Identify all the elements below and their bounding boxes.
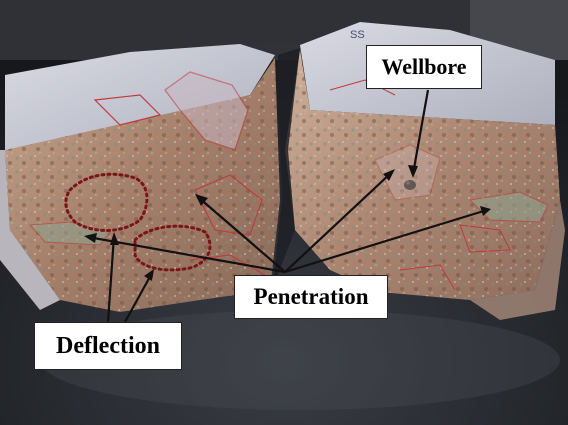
arrow-penetration (284, 171, 393, 273)
left-rock-top-surface (5, 44, 275, 155)
deflection-label: Deflection (34, 322, 182, 370)
arrowhead (84, 233, 97, 243)
arrow-wellbore (411, 89, 430, 175)
dotted-deflection-outline (133, 224, 212, 272)
arrowhead (195, 194, 208, 206)
left-rock-block (0, 44, 280, 312)
arrowhead (383, 169, 395, 181)
arrow-deflection (124, 272, 153, 323)
arrowhead (480, 206, 491, 216)
wellbore-hole-highlight (406, 181, 410, 185)
arrowhead (408, 165, 418, 178)
specimen-marking: SS (350, 29, 365, 41)
arrowhead (144, 269, 154, 281)
left-rock-side (0, 150, 60, 310)
penetration-label: Penetration (234, 275, 388, 319)
fracture-outline (329, 79, 396, 96)
fracture-outline (374, 144, 441, 201)
right-rock-texture (285, 50, 560, 300)
arrowhead (110, 232, 119, 245)
arrow-deflection (106, 235, 116, 323)
arrow-penetration (197, 196, 286, 273)
fracture-outline (399, 264, 456, 291)
fracture-outline (93, 94, 162, 126)
annotation-arrows (87, 89, 488, 323)
arrow-penetration (87, 235, 286, 274)
dotted-deflection-outline (64, 172, 149, 232)
fracture-outline (459, 224, 511, 253)
wellbore-label: Wellbore (366, 45, 482, 89)
arrow-penetration (284, 208, 488, 274)
fracture-outline (194, 174, 263, 236)
arrow-heads (84, 165, 491, 281)
fracture-gap (272, 48, 300, 290)
right-rock-side (470, 200, 565, 320)
fracture-outline (164, 71, 249, 151)
fracture-outline (468, 191, 549, 223)
